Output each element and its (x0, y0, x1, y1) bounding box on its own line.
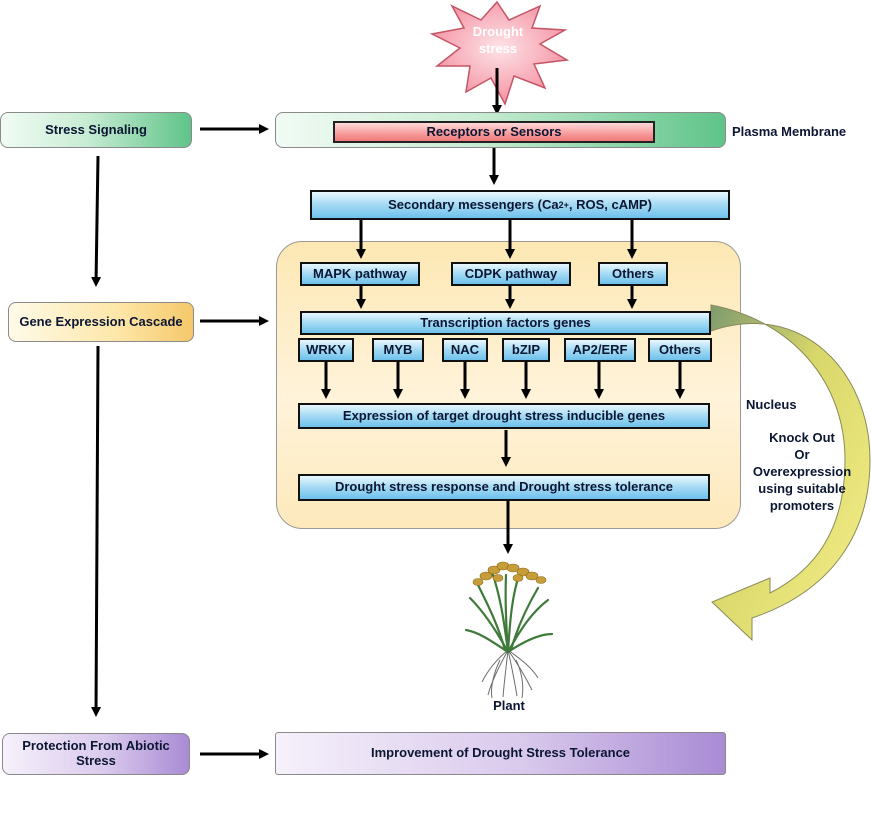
tf-family-bzip: bZIP (502, 338, 550, 362)
note-line-using: using suitable (758, 480, 846, 496)
messengers-prefix: Secondary messengers (Ca (388, 196, 559, 212)
note-line-or: Or (794, 446, 810, 462)
pathway-others: Others (598, 262, 668, 286)
gene-expression-cascade-box: Gene Expression Cascade (8, 302, 194, 342)
note-line-knockout: Knock Out (769, 430, 835, 445)
plasma-membrane-label: Plasma Membrane (732, 124, 847, 139)
pathway-mapk: MAPK pathway (300, 262, 420, 286)
messengers-suffix: , ROS, cAMP) (568, 196, 652, 212)
tf-family-ap2erf: AP2/ERF (564, 338, 636, 362)
messengers-superscript: 2+ (558, 199, 569, 210)
curved-engineering-arrow (710, 304, 871, 642)
transcription-factors-box: Transcription factors genes (300, 311, 711, 335)
note-line-promoters: promoters (769, 497, 835, 513)
stress-signaling-box: Stress Signaling (0, 112, 192, 148)
plant-label: Plant (493, 698, 525, 713)
arrow-signaling-to-cascade (91, 155, 102, 287)
improvement-box: Improvement of Drought Stress Tolerance (275, 732, 726, 775)
note-line-overexpression: Overexpression (752, 463, 852, 479)
drought-stress-starburst (429, 0, 570, 106)
drought-response-box: Drought stress response and Drought stre… (298, 474, 710, 501)
plant-illustration (464, 561, 554, 699)
tf-family-wrky: WRKY (298, 338, 354, 362)
receptors-box: Receptors or Sensors (333, 121, 655, 143)
tf-family-nac: NAC (442, 338, 488, 362)
tf-family-others: Others (648, 338, 712, 362)
target-expression-box: Expression of target drought stress indu… (298, 403, 710, 429)
arrow-cascade-to-protection (91, 345, 102, 717)
tf-family-myb: MYB (372, 338, 424, 362)
nucleus-label: Nucleus (746, 397, 797, 412)
pathway-cdpk: CDPK pathway (451, 262, 571, 286)
engineering-note: Knock Out Or Overexpression using suitab… (744, 430, 860, 514)
drought-stress-label: Drought stress (472, 24, 524, 56)
protection-box: Protection From Abiotic Stress (2, 733, 190, 775)
